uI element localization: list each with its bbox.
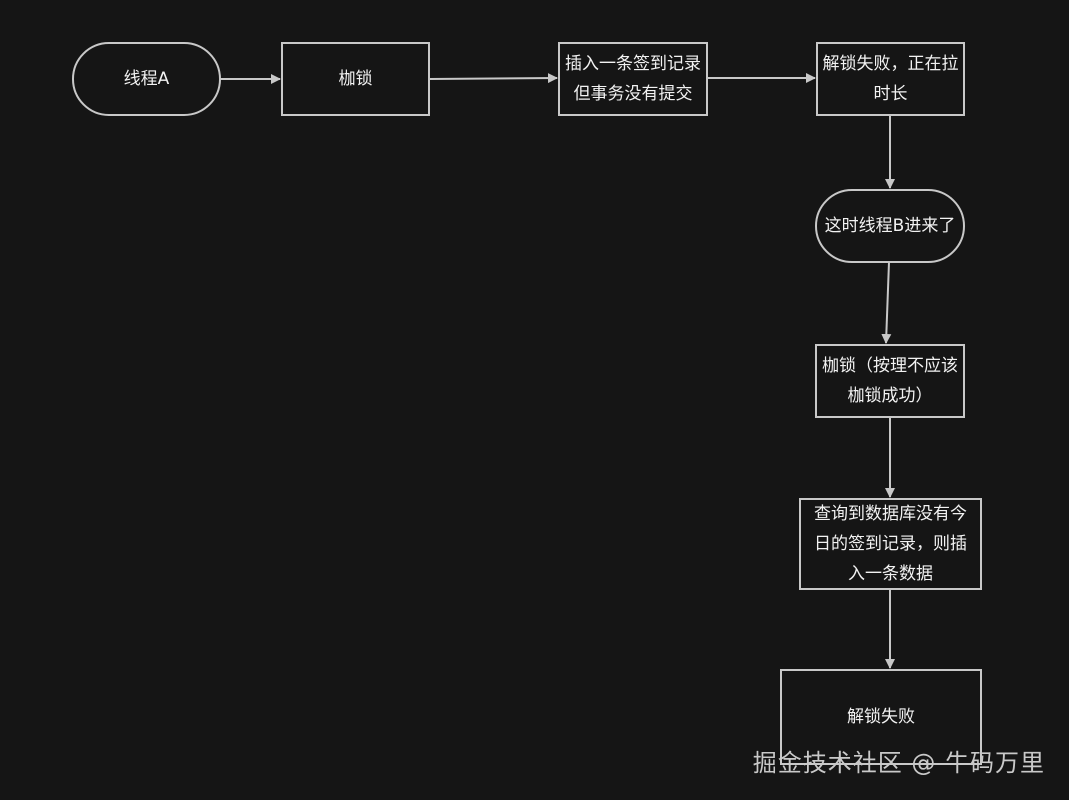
node-lock-1: 枷锁 xyxy=(281,42,430,116)
node-unlock-fail-1-label: 解锁失败，正在拉 时长 xyxy=(822,54,959,104)
node-thread-b: 这时线程B进来了 xyxy=(815,189,965,263)
edge-lock-1-to-insert-record xyxy=(428,73,558,84)
node-insert-record: 插入一条签到记录 但事务没有提交 xyxy=(558,42,708,116)
node-lock-1-label: 枷锁 xyxy=(338,69,373,89)
node-thread-b-label: 这时线程B进来了 xyxy=(824,216,956,236)
node-unlock-fail-1: 解锁失败，正在拉 时长 xyxy=(816,42,965,116)
node-insert-record-label: 插入一条签到记录 但事务没有提交 xyxy=(565,54,701,104)
node-query-insert: 查询到数据库没有今 日的签到记录，则插 入一条数据 xyxy=(799,498,982,590)
node-lock-2: 枷锁（按理不应该 枷锁成功） xyxy=(815,344,965,418)
node-unlock-fail-2-label: 解锁失败 xyxy=(847,707,915,727)
edge-thread-b-to-lock-2 xyxy=(881,261,892,344)
watermark-text: 掘金技术社区 @ 牛码万里 xyxy=(752,749,1045,777)
node-thread-a-label: 线程A xyxy=(123,69,170,89)
node-query-insert-label: 查询到数据库没有今 日的签到记录，则插 入一条数据 xyxy=(814,504,967,584)
node-lock-2-label: 枷锁（按理不应该 枷锁成功） xyxy=(822,356,958,406)
node-thread-a: 线程A xyxy=(72,42,221,116)
node-unlock-fail-2: 解锁失败 xyxy=(780,669,982,765)
